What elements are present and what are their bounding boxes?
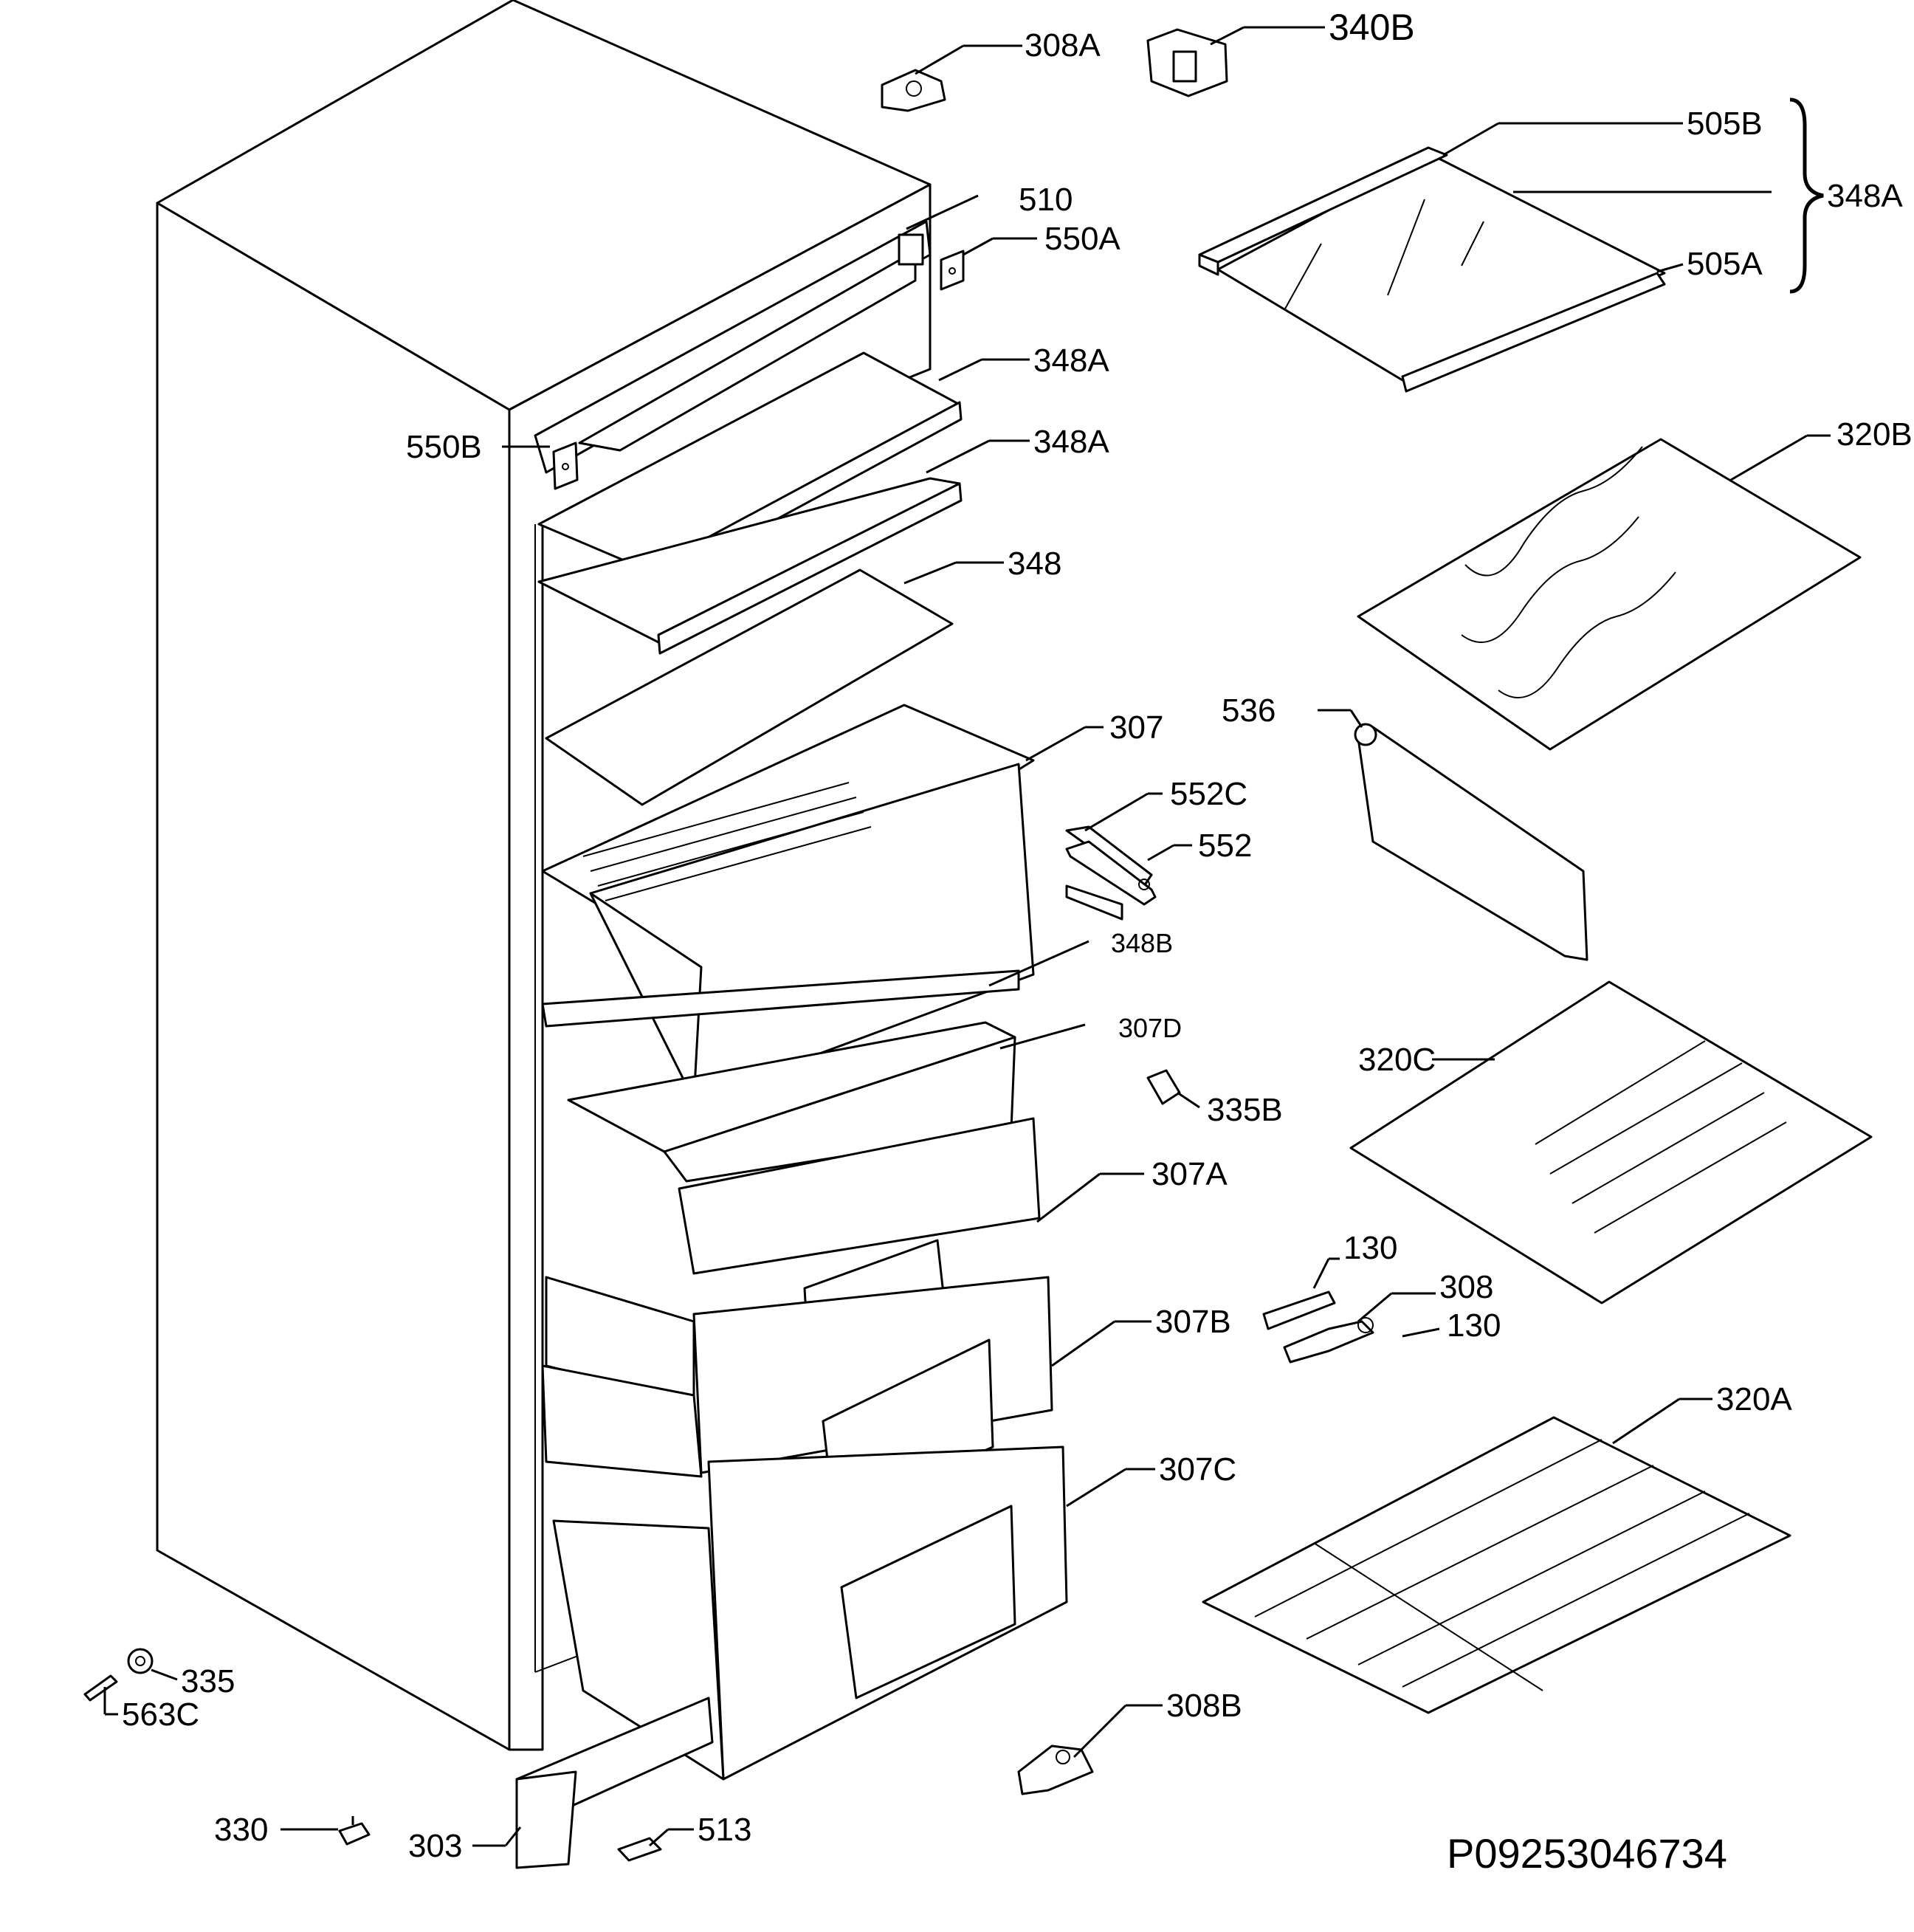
door-stop-340B (1146, 28, 1228, 97)
label-308B: 308B (1166, 1688, 1242, 1724)
clip-550B (552, 441, 579, 490)
label-510: 510 (1019, 182, 1073, 218)
label-307C: 307C (1159, 1451, 1236, 1488)
label-307: 307 (1109, 709, 1163, 746)
glass-shelf-348 (545, 568, 954, 806)
label-505A: 505A (1687, 246, 1763, 282)
label-308A: 308A (1025, 27, 1101, 63)
label-348A-brace: 348A (1827, 178, 1903, 214)
label-536: 536 (1222, 692, 1276, 729)
label-130-a: 130 (1343, 1230, 1397, 1266)
foot-335 (127, 1648, 154, 1674)
label-335B: 335B (1207, 1092, 1283, 1128)
cover-348B (541, 969, 1020, 1028)
label-550A: 550A (1044, 221, 1120, 257)
label-335: 335 (181, 1663, 235, 1699)
hinge-308A (881, 69, 946, 112)
label-552C: 552C (1170, 776, 1247, 812)
label-563C: 563C (122, 1696, 199, 1733)
shelf-320C (1349, 980, 1873, 1304)
label-320A: 320A (1716, 1381, 1792, 1417)
clip-550A (940, 250, 965, 291)
divider-536 (1354, 723, 1588, 961)
brace-348A (1789, 97, 1824, 294)
label-308: 308 (1439, 1269, 1493, 1305)
glass-shelf-assembly-348A (1198, 146, 1666, 393)
label-340B: 340B (1329, 7, 1415, 48)
pin-563C (83, 1674, 118, 1702)
wine-rack-320B (1357, 438, 1862, 751)
label-307D: 307D (1118, 1013, 1182, 1043)
leader-lines (103, 26, 1831, 1847)
label-320B: 320B (1836, 416, 1913, 453)
hinge-308 (1283, 1317, 1374, 1364)
label-307B: 307B (1155, 1304, 1231, 1340)
label-513: 513 (698, 1812, 751, 1848)
label-130-b: 130 (1447, 1307, 1501, 1344)
drawer-307C (552, 1445, 1068, 1781)
label-330: 330 (214, 1812, 268, 1848)
drawer-307B (541, 1276, 1053, 1519)
label-303: 303 (408, 1828, 462, 1864)
glass-shelf-348A-lower (537, 477, 963, 655)
hinge-308B (1017, 1744, 1094, 1795)
label-320C: 320C (1358, 1042, 1436, 1078)
kickplate-303 (515, 1696, 714, 1869)
top-panel-510 (534, 220, 932, 474)
part-labels: 308A 340B 505B 348A 505A 510 550A 550B 3… (122, 7, 1913, 1877)
label-348A-1: 348A (1033, 343, 1109, 379)
label-348: 348 (1008, 546, 1061, 582)
wire-shelf-320A (1202, 1416, 1791, 1714)
label-505B: 505B (1687, 106, 1763, 142)
label-552: 552 (1198, 828, 1252, 864)
cover-130-a (1262, 1290, 1336, 1330)
hinge-bracket-552 (1065, 840, 1157, 921)
label-348A-2: 348A (1033, 424, 1109, 460)
drawing-code: P09253046734 (1447, 1830, 1727, 1877)
label-307A: 307A (1152, 1156, 1228, 1192)
label-550B: 550B (406, 429, 482, 465)
bracket-335B (1146, 1069, 1181, 1105)
label-348B: 348B (1111, 928, 1173, 958)
foot-330 (338, 1816, 371, 1846)
cabinet (156, 0, 932, 1751)
